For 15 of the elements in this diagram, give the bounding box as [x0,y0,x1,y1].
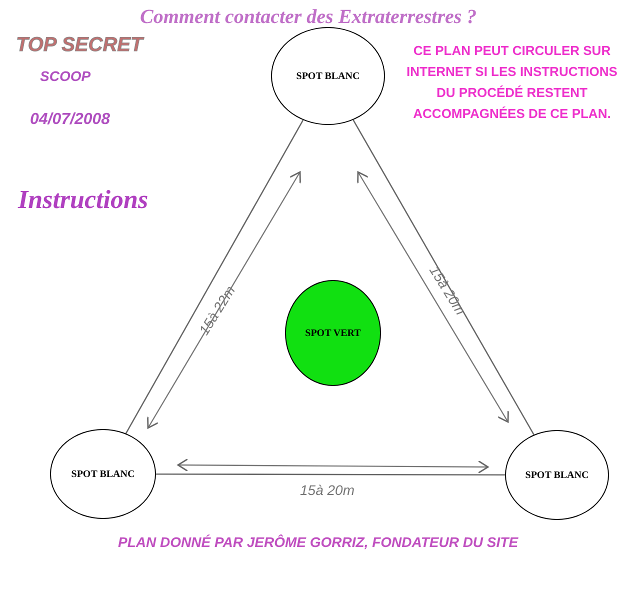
label-text: SCOOP [40,67,91,86]
label-text: PLAN DONNÉ PAR JERÔME GORRIZ, FONDATEUR DU SITE [118,533,518,552]
spot-label: SPOT BLANC [71,468,135,482]
spot-label: SPOT VERT [305,326,361,340]
heading: Instructions [18,184,148,216]
connector-line [156,473,505,476]
spot-label: SPOT BLANC [296,70,360,84]
connector-line [352,120,534,436]
spot-label: SPOT BLANC [525,468,589,482]
connector-line [125,120,304,434]
label-text: 04/07/2008 [30,110,110,130]
label-text: TOP SECRET [16,33,143,58]
title: Comment contacter des Extraterrestres ? [140,5,477,30]
dimension-label: 15à 20m [300,481,354,500]
note-text: CE PLAN PEUT CIRCULER SUR INTERNET SI LES INSTRUCTIONS DU PROCÉDÉ RESTENT ACCOMPAGNÉES DE CE PLAN. [406,42,618,123]
